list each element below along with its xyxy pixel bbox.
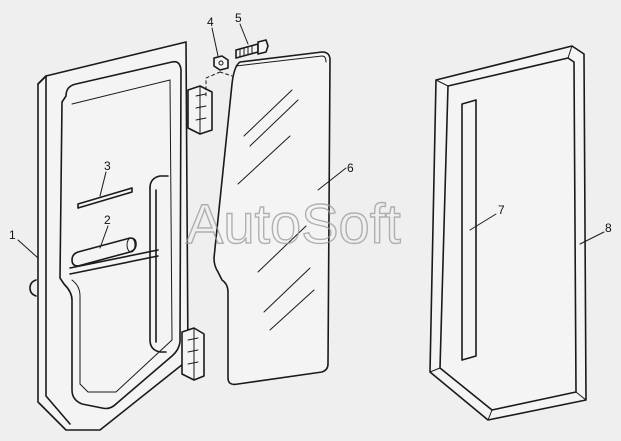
callout-4: 4 [207, 15, 214, 29]
nut-part-4 [213, 55, 229, 71]
callout-1: 1 [9, 228, 16, 242]
callout-labels: 1 2 3 4 5 6 7 8 [9, 11, 612, 242]
callout-2: 2 [104, 213, 111, 227]
callout-6: 6 [347, 161, 354, 175]
callout-3: 3 [104, 159, 111, 173]
watermark-text: AutoSoft [186, 192, 401, 255]
trim-strip-part-3 [77, 187, 133, 209]
window-frame-part-8 [429, 45, 587, 421]
glass-panel-part-6 [213, 51, 331, 386]
callout-5: 5 [235, 11, 242, 25]
seal-strip-part-7 [461, 99, 477, 361]
callout-8: 8 [605, 221, 612, 235]
bolt-part-5 [235, 39, 269, 59]
leader-lines [17, 23, 605, 259]
hinge-link-dashes [205, 71, 233, 97]
handle-rod-part-2 [71, 237, 137, 267]
door-frame-part-1 [29, 41, 213, 431]
callout-7: 7 [498, 203, 505, 217]
